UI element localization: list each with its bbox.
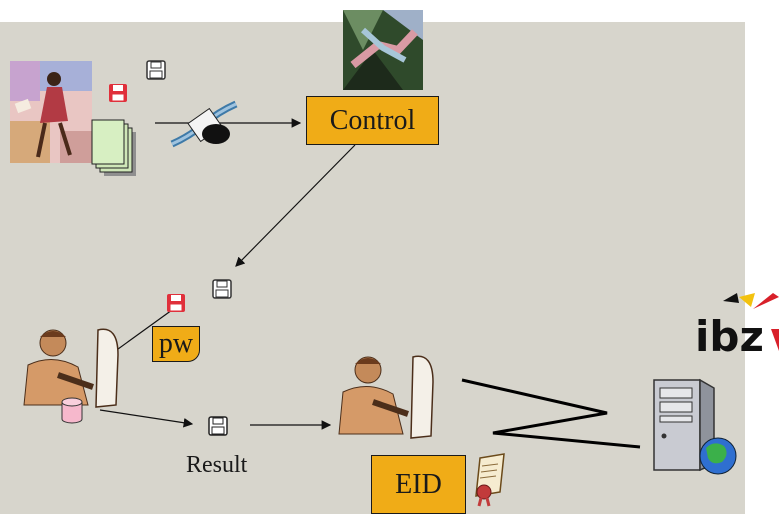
office-worker-icon	[338, 355, 434, 439]
floppy-disk-icon	[208, 416, 228, 436]
ibz-logo: ibz	[695, 293, 779, 361]
cable-plug-icon	[170, 100, 238, 148]
floppy-disk-icon	[146, 60, 166, 80]
server-globe-icon	[653, 378, 737, 475]
handshake-icon	[343, 10, 423, 90]
arrow-control-to-floppy	[235, 144, 356, 267]
result-label: Result	[186, 452, 248, 478]
woman-clerk-icon	[10, 61, 92, 163]
office-worker-icon	[23, 328, 119, 408]
control-box: Control	[306, 96, 439, 145]
eid-box: EID	[371, 455, 466, 514]
floppy-disk-icon	[167, 294, 185, 312]
certificate-scroll-icon	[475, 453, 505, 507]
network-link	[461, 378, 641, 449]
floppy-disk-icon	[109, 84, 127, 102]
ibz-logo-text: ibz	[695, 312, 764, 361]
document-stack-icon	[91, 119, 136, 176]
database-cylinder-icon	[61, 397, 83, 424]
arrow-worker-to-result	[99, 409, 194, 428]
floppy-disk-icon	[212, 279, 232, 299]
control-label: Control	[329, 104, 416, 136]
eid-label: EID	[395, 468, 442, 500]
pw-note: pw	[152, 326, 200, 362]
pw-label: pw	[158, 328, 194, 359]
